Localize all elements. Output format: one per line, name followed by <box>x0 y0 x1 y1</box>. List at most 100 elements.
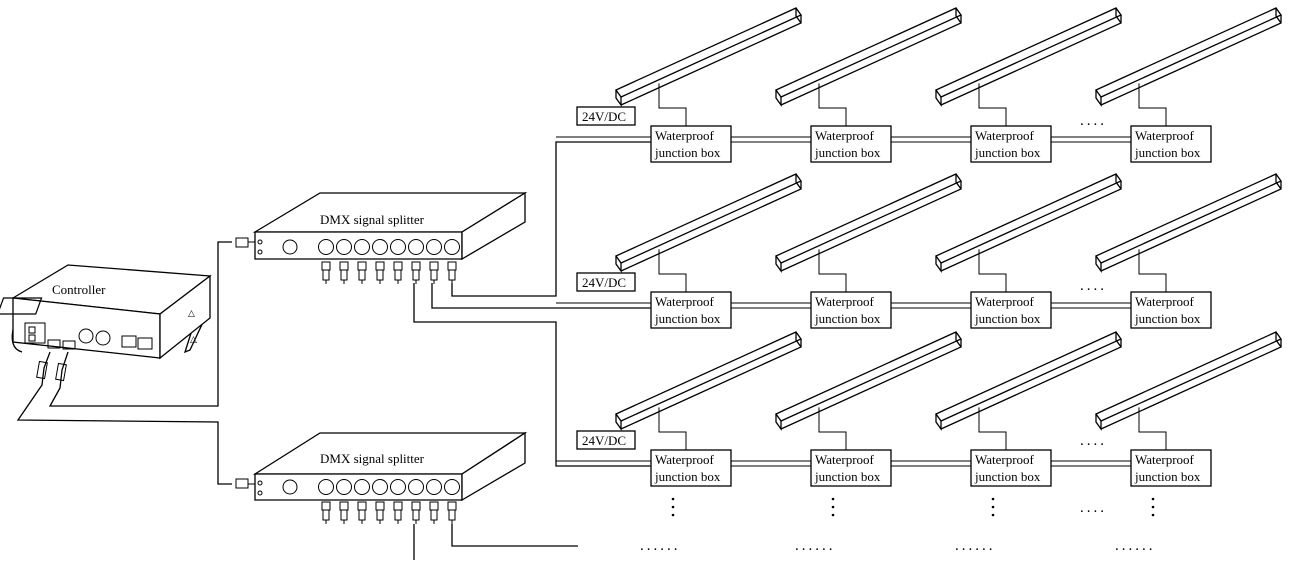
jb-line2: junction box <box>974 311 1041 326</box>
vertical-dot <box>1151 497 1155 501</box>
controller: Controller △ △ <box>0 264 212 360</box>
vertical-dot <box>1151 505 1155 509</box>
port-3 <box>354 239 370 255</box>
output-plug-8 <box>447 501 457 524</box>
output-plug-1 <box>321 261 331 284</box>
row1-dots: .... <box>1080 113 1107 129</box>
output-plug-6 <box>411 501 421 524</box>
jb-line2: junction box <box>974 145 1041 160</box>
output-plug-7 <box>429 501 439 524</box>
output-plug-5 <box>393 261 403 284</box>
port-6 <box>408 239 424 255</box>
output-plug-3 <box>357 261 367 284</box>
output-plug-1 <box>321 501 331 524</box>
output-plug-3 <box>357 501 367 524</box>
led-linear-light <box>1095 7 1282 126</box>
controller-cables <box>16 241 232 485</box>
row2-dots: .... <box>1080 278 1107 294</box>
jb-line1: Waterproof <box>975 294 1035 309</box>
junction-box: Waterproof junction box <box>1130 291 1212 329</box>
jb-line2: junction box <box>1134 145 1201 160</box>
jb-line1: Waterproof <box>1135 452 1195 467</box>
row4-dots: .... <box>1080 500 1107 516</box>
power-label-3: 24V/DC <box>576 430 636 450</box>
row-3: 24V/DC Waterproof junction box Waterproof ju… <box>556 331 1282 517</box>
junction-box: Waterproof junction box <box>970 125 1052 163</box>
port-8 <box>444 479 460 495</box>
port-5 <box>390 239 406 255</box>
junction-box: Waterproof junction box <box>970 449 1052 487</box>
jb-line2: junction box <box>654 469 721 484</box>
jb-line2: junction box <box>1134 311 1201 326</box>
output-plug-2 <box>339 261 349 284</box>
jb-line1: Waterproof <box>975 128 1035 143</box>
controller-label: Controller <box>52 282 106 297</box>
jb-line2: junction box <box>654 145 721 160</box>
led-linear-light <box>615 173 802 292</box>
output-plug-2 <box>339 501 349 524</box>
led-linear-light <box>615 7 802 126</box>
jb-line1: Waterproof <box>655 452 715 467</box>
vertical-dot <box>1151 513 1155 517</box>
port-7 <box>426 239 442 255</box>
jb-line2: junction box <box>814 311 881 326</box>
bottom-dots-1: ...... <box>640 538 681 554</box>
junction-box: Waterproof junction box <box>650 449 732 487</box>
splitter-2-label: DMX signal splitter <box>320 451 425 466</box>
vertical-dot <box>671 513 675 517</box>
port-2 <box>336 479 352 495</box>
port-7 <box>426 479 442 495</box>
led-linear-light <box>615 331 802 450</box>
jb-line1: Waterproof <box>1135 128 1195 143</box>
vertical-dot <box>671 505 675 509</box>
port-4 <box>372 239 388 255</box>
bottom-dots-2: ...... <box>795 538 836 554</box>
junction-box: Waterproof junction box <box>650 291 732 329</box>
dmx-splitter-2: DMX signal splitter <box>235 431 528 524</box>
row3-dots: .... <box>1080 433 1107 449</box>
power-label-1: 24V/DC <box>576 106 636 126</box>
led-linear-light <box>775 7 962 126</box>
jb-line2: junction box <box>974 469 1041 484</box>
power-label-text: 24V/DC <box>582 433 626 448</box>
port-3 <box>354 479 370 495</box>
junction-box: Waterproof junction box <box>810 125 892 163</box>
output-plug-6 <box>411 261 421 284</box>
jb-line1: Waterproof <box>815 128 875 143</box>
vertical-dot <box>991 497 995 501</box>
jb-line2: junction box <box>654 311 721 326</box>
jb-line1: Waterproof <box>655 294 715 309</box>
splitter-1-label: DMX signal splitter <box>320 212 425 227</box>
led-linear-light <box>1095 331 1282 450</box>
vertical-dot <box>671 497 675 501</box>
led-linear-light <box>935 7 1122 126</box>
power-label-text: 24V/DC <box>582 109 626 124</box>
dmx-splitter-1: DMX signal splitter <box>235 191 528 284</box>
power-label-text: 24V/DC <box>582 275 626 290</box>
bottom-dots-3: ...... <box>955 538 996 554</box>
output-plug-8 <box>447 261 457 284</box>
jb-line1: Waterproof <box>1135 294 1195 309</box>
junction-box: Waterproof junction box <box>970 291 1052 329</box>
output-plug-4 <box>375 261 385 284</box>
output-plug-4 <box>375 501 385 524</box>
vertical-dot <box>991 505 995 509</box>
jb-line1: Waterproof <box>975 452 1035 467</box>
vertical-dot <box>831 497 835 501</box>
power-label-2: 24V/DC <box>576 272 636 292</box>
led-linear-light <box>935 173 1122 292</box>
port-6 <box>408 479 424 495</box>
output-plug-7 <box>429 261 439 284</box>
output-plug-5 <box>393 501 403 524</box>
jb-line2: junction box <box>814 145 881 160</box>
port-2 <box>336 239 352 255</box>
led-linear-light <box>1095 173 1282 292</box>
jb-line1: Waterproof <box>815 452 875 467</box>
led-linear-light <box>775 331 962 450</box>
port-1 <box>318 239 334 255</box>
